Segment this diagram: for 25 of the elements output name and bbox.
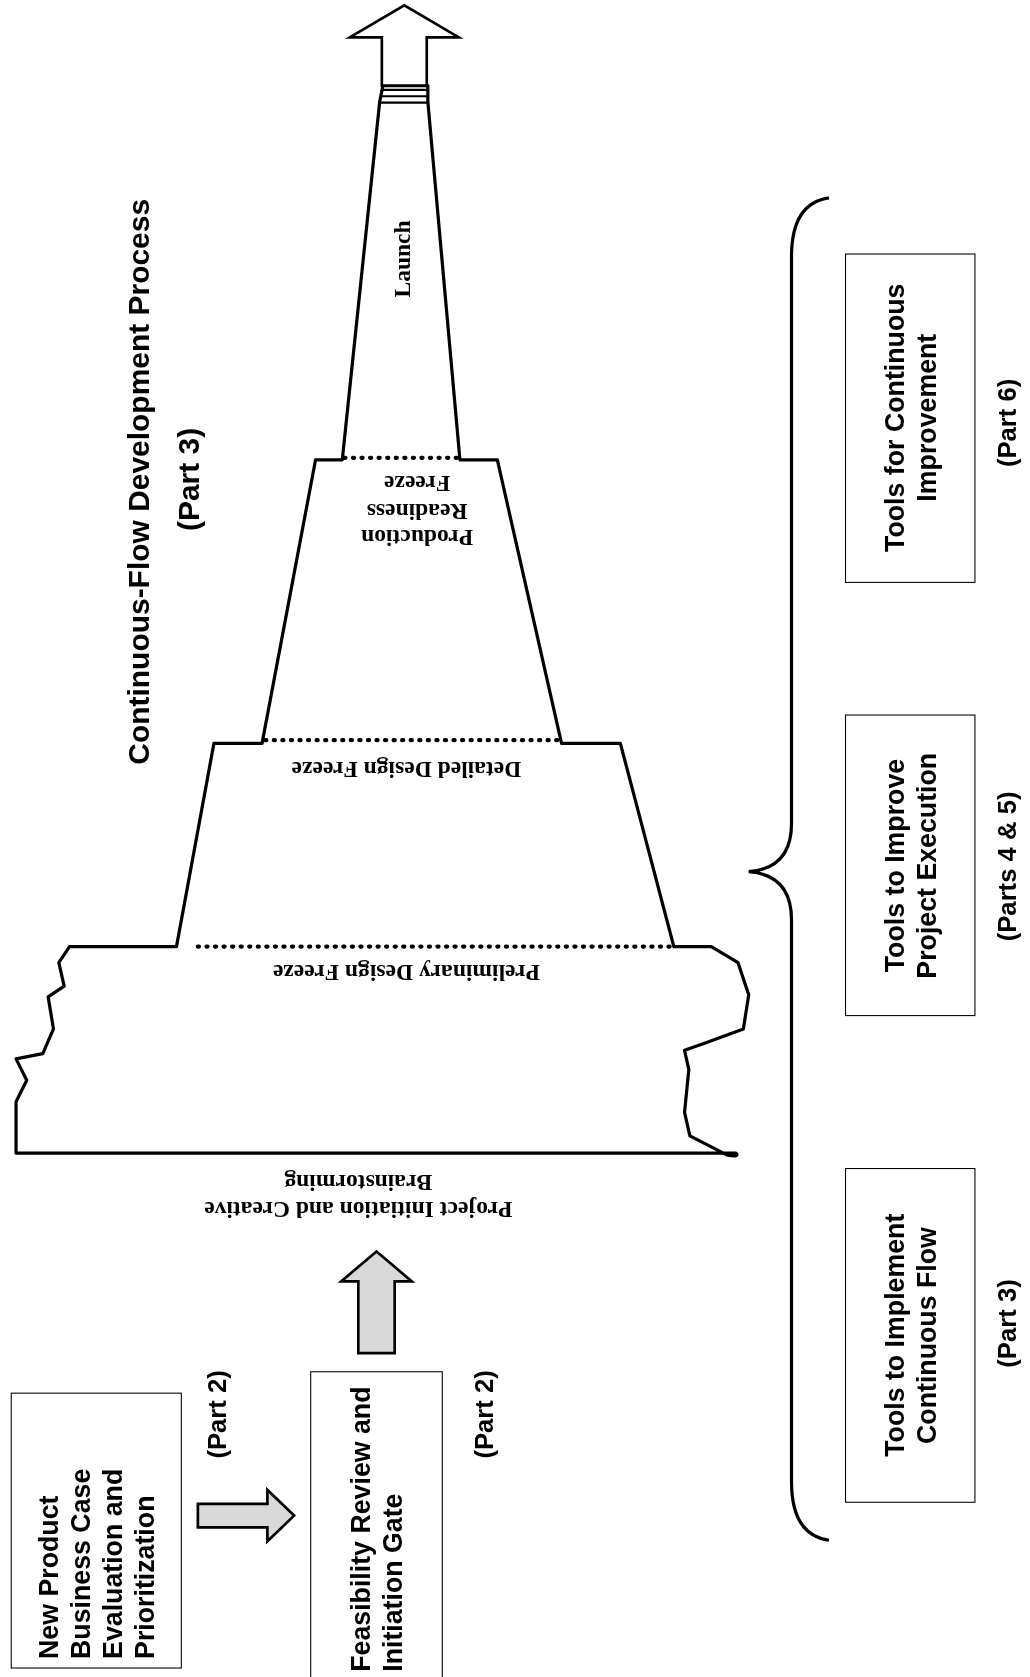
process-box xyxy=(845,714,976,1017)
block-arrow xyxy=(344,3,464,87)
part-reference: (Part 3) xyxy=(172,427,207,531)
stage-label: Launch xyxy=(388,220,416,298)
block-arrow xyxy=(337,1249,416,1355)
box-label: Tools to Improve Project Execution xyxy=(878,751,943,981)
box-label: Tools for Continuous Improvement xyxy=(878,283,943,555)
box-label: New Product Business Case Evaluation and Prioritization xyxy=(32,1467,161,1659)
part-reference: (Part 2) xyxy=(202,1369,233,1459)
stage-label: Project Initiation and Creative Brainstorming xyxy=(203,1168,514,1223)
stage-label: Production Readiness Freeze xyxy=(360,470,475,552)
stage-label: Detailed Design Freeze xyxy=(290,756,523,784)
process-box xyxy=(310,1371,443,1677)
part-reference: (Part 2) xyxy=(469,1369,500,1459)
process-box xyxy=(845,1168,976,1503)
box-label: Feasibility Review and Initiation Gate xyxy=(344,1385,409,1672)
box-label: Tools to Implement Continuous Flow xyxy=(878,1212,943,1459)
block-arrow xyxy=(196,1486,297,1545)
part-reference: (Part 3) xyxy=(992,1278,1023,1368)
part-reference: (Parts 4 & 5) xyxy=(992,791,1023,942)
diagram-title: Continuous-Flow Development Process xyxy=(121,198,157,765)
process-box xyxy=(10,1392,182,1669)
stage-label: Preliminary Design Freeze xyxy=(271,959,541,987)
part-reference: (Part 6) xyxy=(992,378,1023,467)
process-box xyxy=(845,253,976,583)
